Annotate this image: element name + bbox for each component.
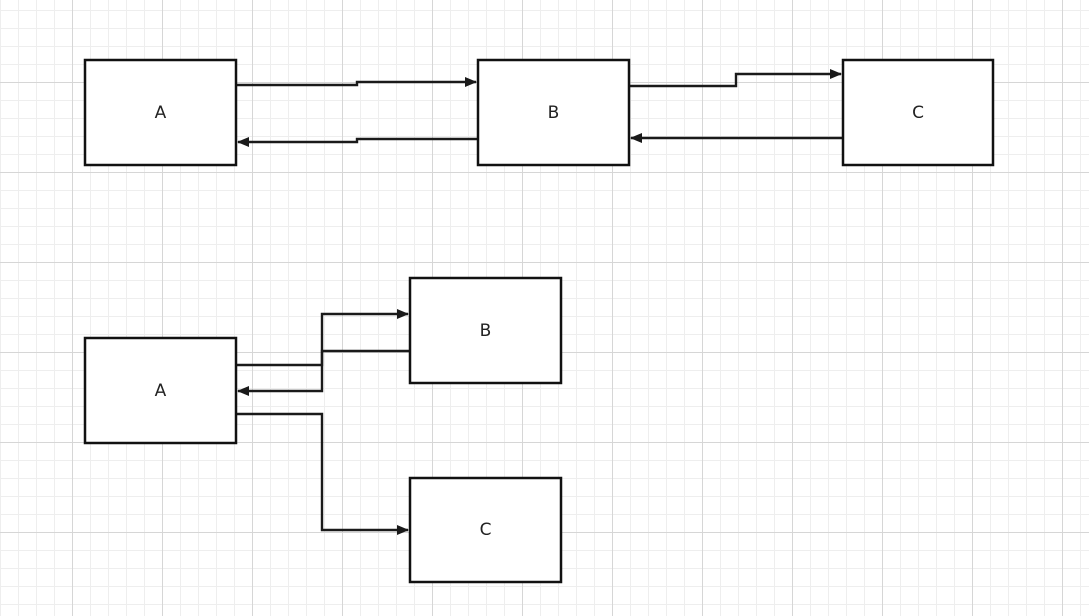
bottom-node-a-label: A bbox=[155, 381, 167, 401]
top-node-c[interactable]: C bbox=[841, 58, 995, 167]
edge-top-a-to-b bbox=[236, 77, 477, 87]
edge-top-b-to-c bbox=[629, 69, 842, 88]
edge-bottom-a-to-b bbox=[236, 309, 409, 367]
top-diagram: A B C bbox=[83, 58, 995, 167]
top-node-a-label: A bbox=[155, 103, 167, 123]
bottom-node-b[interactable]: B bbox=[408, 276, 563, 385]
edge-top-b-to-a bbox=[237, 137, 478, 147]
bottom-diagram: A B C bbox=[83, 276, 563, 584]
bottom-node-c[interactable]: C bbox=[408, 476, 563, 584]
edge-bottom-a-to-c bbox=[236, 412, 409, 535]
top-node-b[interactable]: B bbox=[476, 58, 631, 167]
edge-bottom-b-to-a bbox=[237, 349, 410, 396]
bottom-node-b-label: B bbox=[480, 321, 492, 341]
top-node-c-label: C bbox=[912, 103, 924, 123]
top-node-a[interactable]: A bbox=[83, 58, 238, 167]
bottom-node-a[interactable]: A bbox=[83, 336, 238, 445]
bottom-node-c-label: C bbox=[480, 520, 492, 540]
top-node-b-label: B bbox=[548, 103, 560, 123]
